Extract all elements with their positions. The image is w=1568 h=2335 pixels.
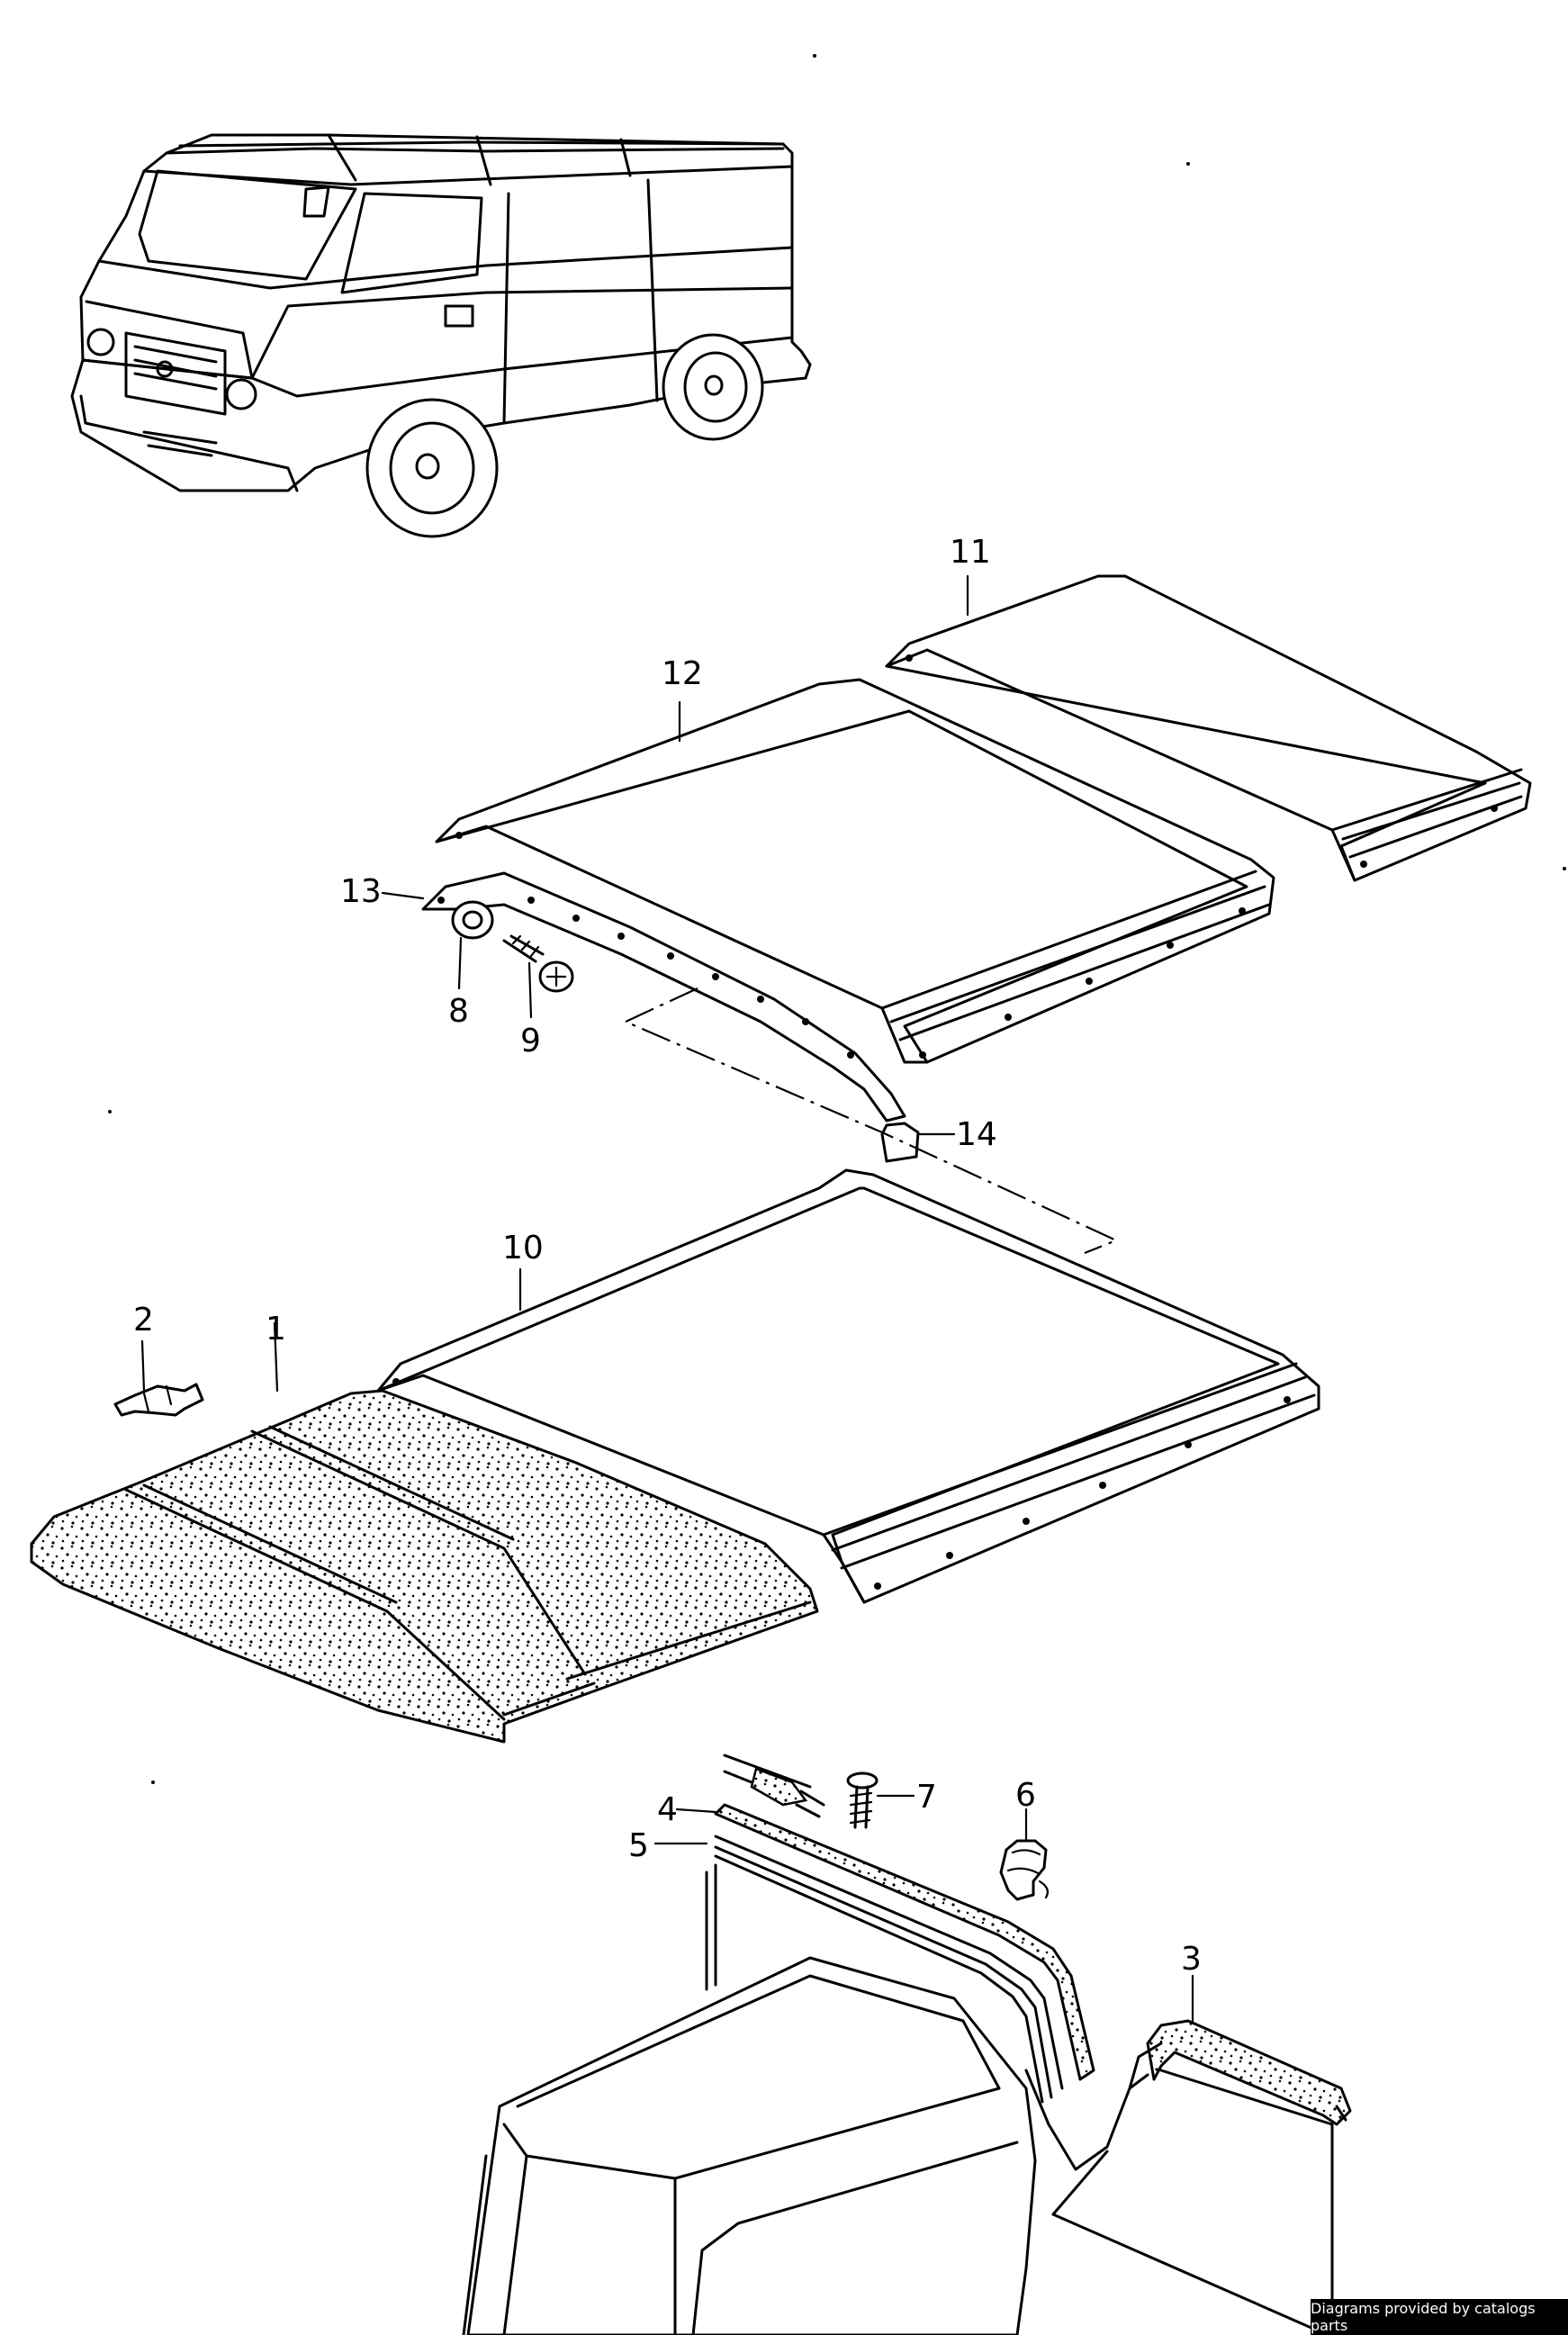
screw-part	[502, 934, 574, 1019]
callout-8: 8	[448, 993, 469, 1030]
grommet-part	[451, 900, 494, 990]
callout-11: 11	[950, 534, 991, 571]
callout-4: 4	[657, 1791, 678, 1828]
trim-screw-part	[846, 1772, 915, 1829]
van-illustration	[70, 133, 812, 538]
callout-2: 2	[133, 1302, 154, 1339]
callout-10: 10	[502, 1230, 544, 1267]
callout-7: 7	[916, 1779, 937, 1816]
side-trim-strips	[653, 1803, 1095, 2104]
callout-labels: 1 2 3 4 5 6 7 8 9 10 11 12 13 14	[133, 534, 1202, 1978]
interior-body-shell	[462, 1863, 1334, 2335]
diagram-credit-badge: Diagrams provided by catalogs parts	[1311, 2299, 1568, 2335]
clip-part	[880, 1122, 956, 1163]
roof-panel-rear	[885, 574, 1532, 882]
roof-panel-middle	[435, 678, 1275, 1064]
grommet-plug-part	[999, 1808, 1049, 1901]
callout-1: 1	[266, 1311, 286, 1348]
fastener-clip-part	[113, 1339, 204, 1417]
roof-seal-strip	[381, 871, 906, 1122]
callout-14: 14	[956, 1116, 997, 1153]
callout-9: 9	[520, 1023, 541, 1059]
headliner-part	[30, 1321, 819, 1744]
callout-6: 6	[1015, 1777, 1036, 1814]
print-specks	[108, 54, 1566, 1784]
trim-end-part	[723, 1754, 825, 1818]
corner-trim-part	[1146, 1974, 1352, 2126]
roof-panel-front	[376, 1168, 1320, 1604]
callout-3: 3	[1181, 1941, 1202, 1978]
callout-13: 13	[340, 873, 382, 910]
callout-5: 5	[628, 1827, 649, 1864]
assembly-line	[623, 987, 1119, 1255]
callout-12: 12	[662, 655, 703, 692]
